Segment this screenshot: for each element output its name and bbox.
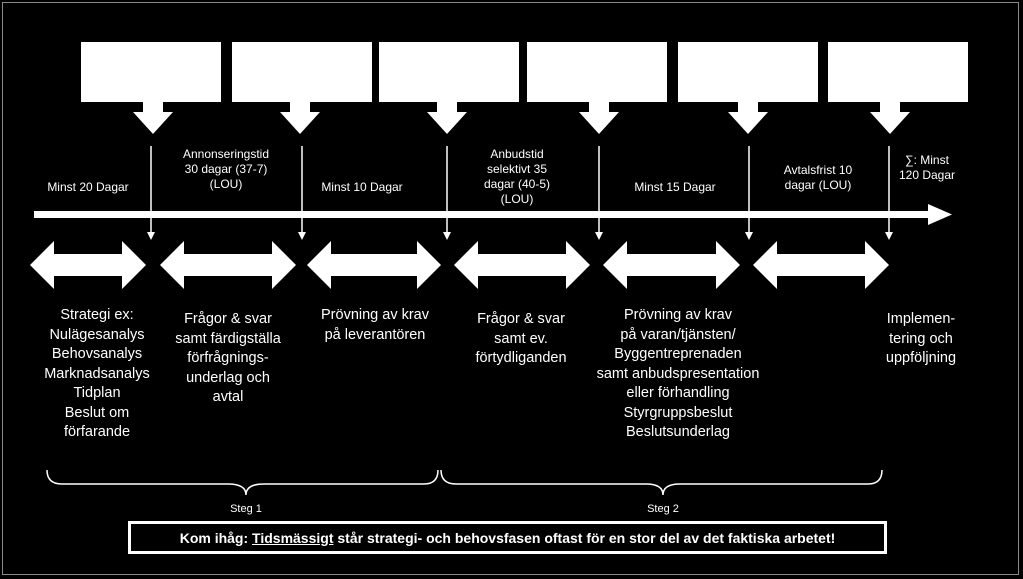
reminder-box: Kom ihåg: Tidsmässigt står strategi- och… [128,521,887,554]
double-arrow-1 [30,241,146,289]
activity-clarifications: Frågor & svar samt ev. förtydliganden [475,311,567,366]
double-arrow-2 [160,241,296,289]
activity-implementation: Implemen- tering och uppföljning [885,311,957,366]
activity-supplier-review: Prövning av krav på leverantören [321,307,429,343]
step-2-label: Steg 2 [647,503,679,515]
duration-label-5: Minst 15 Dagar [634,180,716,194]
brace-step-2 [440,469,883,496]
phase-box-3 [379,42,519,102]
duration-label-2: Annonseringstid 30 dagar (37-7) (LOU) [182,147,270,191]
double-arrow-6 [753,241,889,289]
down-arrow-3 [427,100,467,134]
activity-strategy: Strategi ex: Nulägesanalys Behovsanalys … [44,307,150,440]
brace-step-1 [46,469,439,496]
phase-box-2 [232,42,372,102]
step-1-label: Steg 1 [230,503,262,515]
double-arrow-5 [603,241,740,289]
duration-label-6: Avtalsfrist 10 dagar (LOU) [783,163,853,192]
down-arrow-6 [870,100,910,134]
phase-box-5 [678,42,818,102]
double-arrow-4 [454,241,590,289]
down-arrow-1 [133,100,173,134]
activity-offer-review: Prövning av krav på varan/tjänsten/ Bygg… [596,307,760,440]
duration-label-4: Anbudstid selektivt 35 dagar (40-5) (LOU… [483,147,551,206]
reminder-emphasis: Tidsmässigt [252,529,334,546]
phase-box-1 [81,42,221,102]
phase-box-4 [527,42,667,102]
timeline-arrow [34,204,952,225]
duration-label-1: Minst 20 Dagar [47,180,129,194]
duration-label-3: Minst 10 Dagar [321,180,403,194]
double-arrow-3 [307,241,441,289]
activity-questions-documents: Frågor & svar samt färdigställa förfrågn… [175,311,281,405]
down-arrow-5 [728,100,768,134]
down-arrow-2 [280,100,320,134]
reminder-suffix: står strategi- och behovsfasen oftast fö… [333,529,836,546]
down-arrow-4 [579,100,619,134]
reminder-prefix: Kom ihåg: [179,529,253,546]
duration-label-total: ∑: Minst 120 Dagar [898,153,956,182]
phase-box-6 [828,42,968,102]
